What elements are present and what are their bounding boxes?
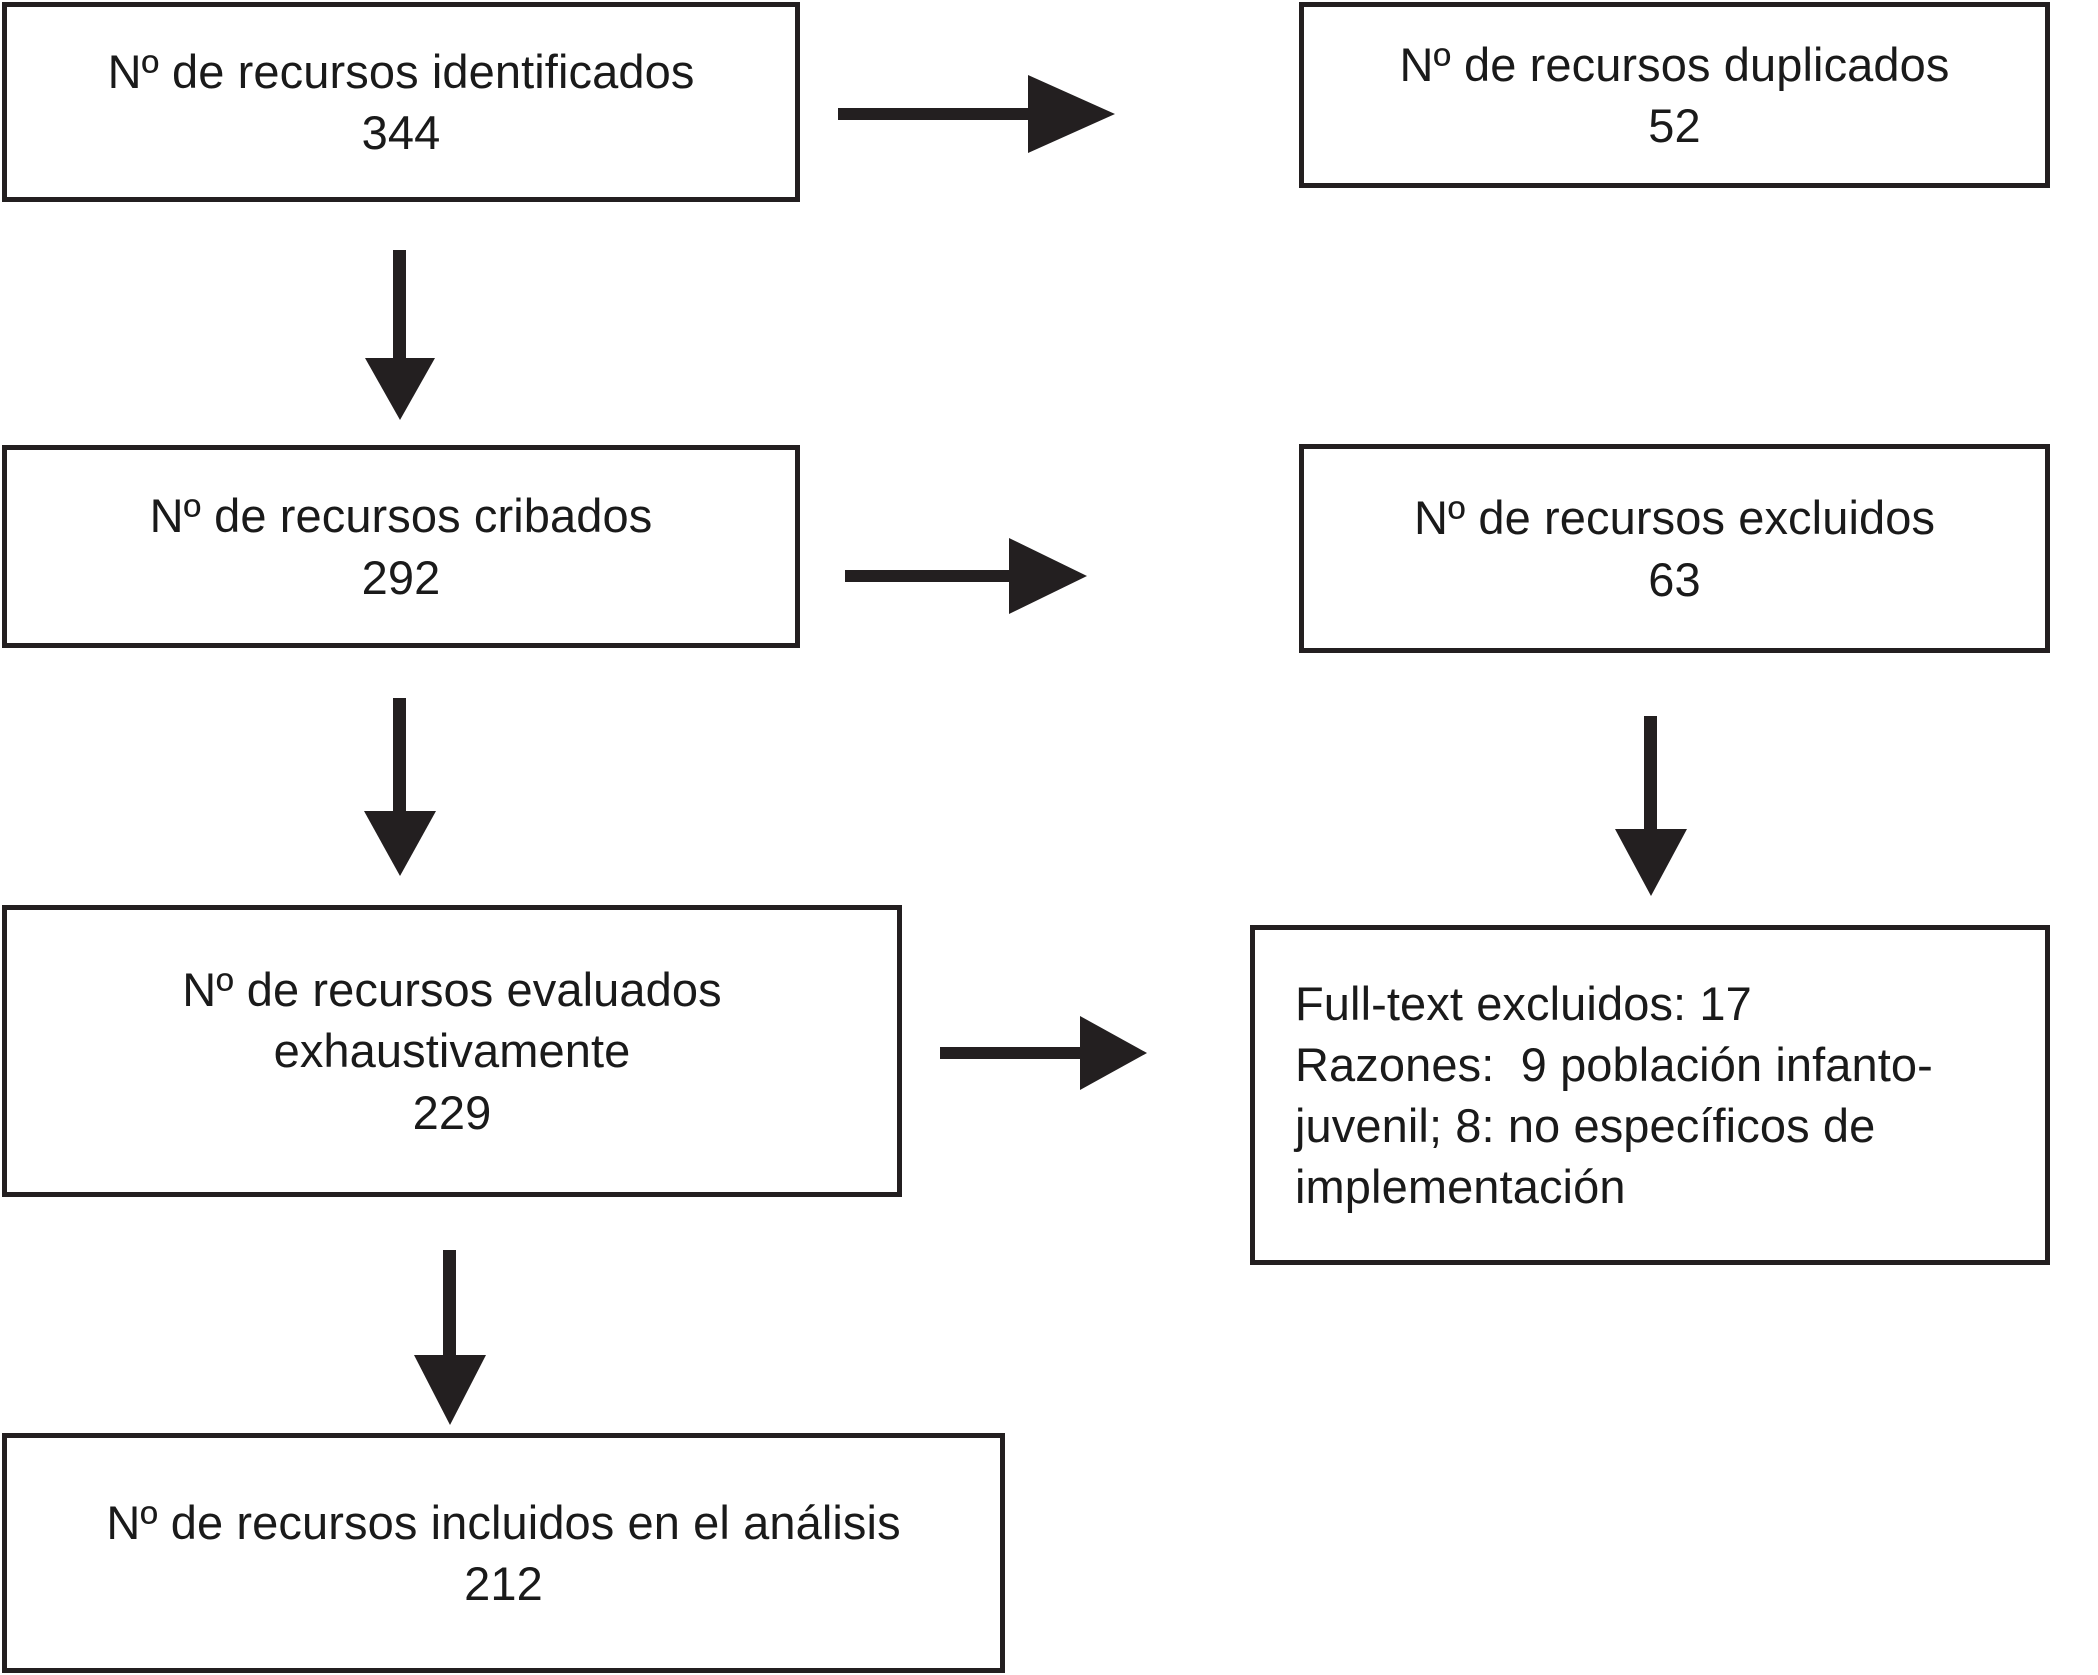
arrow-evaluados-to-incluidos — [414, 1250, 486, 1425]
flow-box-fulltext-excluidos: Full-text excluidos: 17 Razones: 9 pobla… — [1250, 925, 2050, 1265]
flow-box-duplicados: Nº de recursos duplicados 52 — [1299, 2, 2050, 188]
flow-box-cribados: Nº de recursos cribados 292 — [2, 445, 800, 648]
flow-box-identificados-label: Nº de recursos identificados — [107, 44, 695, 98]
flow-box-evaluados-label-line2: exhaustivamente — [273, 1024, 631, 1078]
arrow-cribados-to-excluidos — [845, 538, 1087, 614]
flow-box-cribados-count: 292 — [361, 550, 441, 604]
flow-box-cribados-label: Nº de recursos cribados — [149, 489, 653, 543]
flow-box-evaluados-count: 229 — [412, 1085, 492, 1139]
arrow-identificados-to-duplicados — [838, 75, 1115, 153]
flow-box-incluidos: Nº de recursos incluidos en el análisis … — [2, 1433, 1005, 1673]
arrow-identificados-to-cribados — [365, 250, 435, 420]
flow-box-excluidos: Nº de recursos excluidos 63 — [1299, 444, 2050, 653]
flow-box-evaluados-label-line1: Nº de recursos evaluados — [182, 963, 722, 1017]
arrow-evaluados-to-fulltext — [940, 1016, 1147, 1090]
flow-box-excluidos-count: 63 — [1648, 552, 1701, 606]
flow-box-duplicados-count: 52 — [1648, 99, 1701, 152]
flow-box-incluidos-count: 212 — [464, 1557, 543, 1610]
flow-box-identificados: Nº de recursos identificados 344 — [2, 2, 800, 202]
arrow-excluidos-to-fulltext — [1615, 716, 1687, 896]
flow-box-incluidos-label: Nº de recursos incluidos en el análisis — [106, 1495, 901, 1549]
flow-box-duplicados-label: Nº de recursos duplicados — [1399, 37, 1950, 91]
flow-box-excluidos-label: Nº de recursos excluidos — [1413, 491, 1936, 545]
flow-box-evaluados: Nº de recursos evaluados exhaustivamente… — [2, 905, 902, 1197]
flow-box-identificados-count: 344 — [361, 106, 441, 159]
flow-box-fulltext-excluidos-count-line: Full-text excluidos: 17 — [1295, 976, 1752, 1030]
flow-box-fulltext-excluidos-reasons: Razones: 9 población infanto-juvenil; 8:… — [1295, 1037, 1933, 1214]
arrow-cribados-to-evaluados — [364, 698, 436, 876]
